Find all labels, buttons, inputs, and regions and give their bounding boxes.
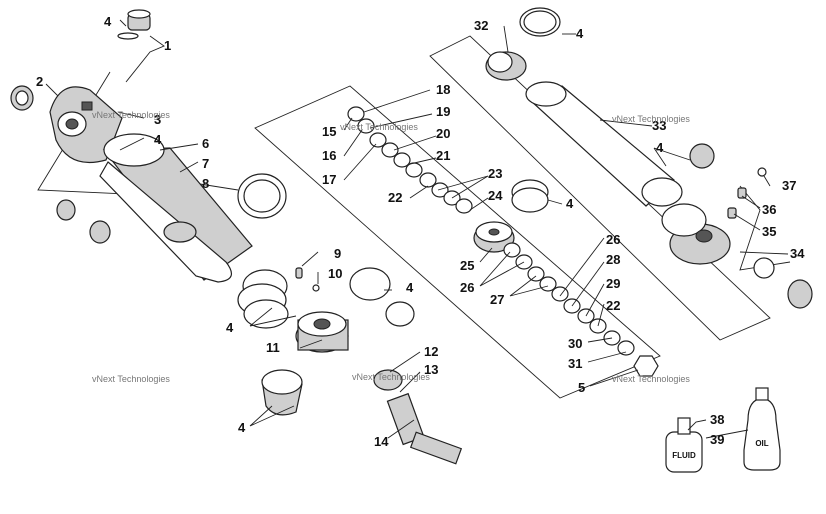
callout-22: 22 bbox=[606, 298, 620, 313]
callout-30: 30 bbox=[568, 336, 582, 351]
callout-18: 18 bbox=[436, 82, 450, 97]
callout-4: 4 bbox=[238, 420, 246, 435]
callout-23: 23 bbox=[488, 166, 502, 181]
piston-assembly bbox=[295, 311, 349, 353]
callout-33: 33 bbox=[652, 118, 666, 133]
callout-31: 31 bbox=[568, 356, 582, 371]
oil-bottle-label: OIL bbox=[755, 439, 768, 448]
callout-26: 26 bbox=[606, 232, 620, 247]
callout-39: 39 bbox=[710, 432, 724, 447]
callout-4: 4 bbox=[656, 140, 664, 155]
callout-6: 6 bbox=[202, 136, 209, 151]
callout-28: 28 bbox=[606, 252, 620, 267]
callout-35: 35 bbox=[762, 224, 776, 239]
nut bbox=[633, 355, 659, 377]
callout-16: 16 bbox=[322, 148, 336, 163]
right-bushings bbox=[689, 143, 813, 309]
callout-29: 29 bbox=[606, 276, 620, 291]
callout-17: 17 bbox=[322, 172, 336, 187]
reservoir-cap bbox=[117, 9, 151, 40]
valve-parts bbox=[727, 167, 767, 219]
small-pins bbox=[295, 267, 320, 292]
callout-7: 7 bbox=[202, 156, 209, 171]
center-group-outline bbox=[254, 85, 661, 399]
shock-eyelet bbox=[49, 86, 123, 164]
callout-9: 9 bbox=[334, 246, 341, 261]
callout-34: 34 bbox=[790, 246, 805, 261]
right-group-outline bbox=[429, 35, 771, 341]
lower-eyelet-left bbox=[56, 199, 111, 244]
center-ring bbox=[511, 179, 549, 213]
watermark-text: vNext Technologies bbox=[92, 374, 170, 384]
shim-stack-lower bbox=[503, 242, 635, 356]
callout-26: 26 bbox=[460, 280, 474, 295]
callout-15: 15 bbox=[322, 124, 336, 139]
callout-4: 4 bbox=[154, 132, 162, 147]
oil-bottle: OIL bbox=[743, 387, 781, 471]
callout-5: 5 bbox=[578, 380, 585, 395]
callout-1: 1 bbox=[164, 38, 171, 53]
callout-4: 4 bbox=[406, 280, 414, 295]
callout-4: 4 bbox=[576, 26, 584, 41]
seal-rings-left bbox=[237, 269, 289, 329]
callout-2: 2 bbox=[36, 74, 43, 89]
shim-stack-upper bbox=[347, 106, 473, 214]
end-bushing-left bbox=[10, 85, 34, 111]
callout-4: 4 bbox=[104, 14, 112, 29]
callout-24: 24 bbox=[488, 188, 503, 203]
reservoir-ring-top bbox=[519, 7, 561, 37]
callout-27: 27 bbox=[490, 292, 504, 307]
callout-32: 32 bbox=[474, 18, 488, 33]
bearing-cup bbox=[261, 369, 303, 416]
shock-body-cylinder bbox=[99, 133, 253, 283]
fluid-bottle: FLUID bbox=[665, 417, 703, 473]
callout-22: 22 bbox=[388, 190, 402, 205]
center-piston bbox=[473, 221, 515, 253]
watermark-text: vNext Technologies bbox=[352, 372, 430, 382]
seal-rings-right bbox=[349, 267, 415, 327]
callout-8: 8 bbox=[202, 176, 209, 191]
callout-36: 36 bbox=[762, 202, 776, 217]
callout-13: 13 bbox=[424, 362, 438, 377]
callout-4: 4 bbox=[226, 320, 234, 335]
reservoir-end-cap bbox=[485, 51, 527, 81]
watermark-text: vNext Technologies bbox=[340, 122, 418, 132]
watermark-text: vNext Technologies bbox=[612, 114, 690, 124]
callout-19: 19 bbox=[436, 104, 450, 119]
callout-21: 21 bbox=[436, 148, 450, 163]
watermark-text: vNext Technologies bbox=[92, 110, 170, 120]
callout-3: 3 bbox=[154, 112, 161, 127]
callout-labels: 4 1 2 3 4 6 7 8 9 10 4 4 11 12 13 14 4 1… bbox=[36, 14, 805, 449]
spring-ring bbox=[237, 173, 287, 219]
watermarks: vNext Technologies vNext Technologies vN… bbox=[92, 110, 690, 384]
callout-4: 4 bbox=[566, 196, 574, 211]
callout-25: 25 bbox=[460, 258, 474, 273]
callout-14: 14 bbox=[374, 434, 389, 449]
callout-38: 38 bbox=[710, 412, 724, 427]
fluid-bottle-label: FLUID bbox=[672, 451, 696, 460]
reservoir-eyelet bbox=[661, 203, 731, 265]
leader-lines bbox=[45, 19, 789, 439]
shaft-assembly bbox=[373, 369, 463, 465]
callout-37: 37 bbox=[782, 178, 796, 193]
reservoir-body bbox=[525, 81, 683, 207]
watermark-text: vNext Technologies bbox=[612, 374, 690, 384]
callout-11: 11 bbox=[266, 340, 280, 355]
callout-12: 12 bbox=[424, 344, 438, 359]
callout-10: 10 bbox=[328, 266, 342, 281]
callout-20: 20 bbox=[436, 126, 450, 141]
